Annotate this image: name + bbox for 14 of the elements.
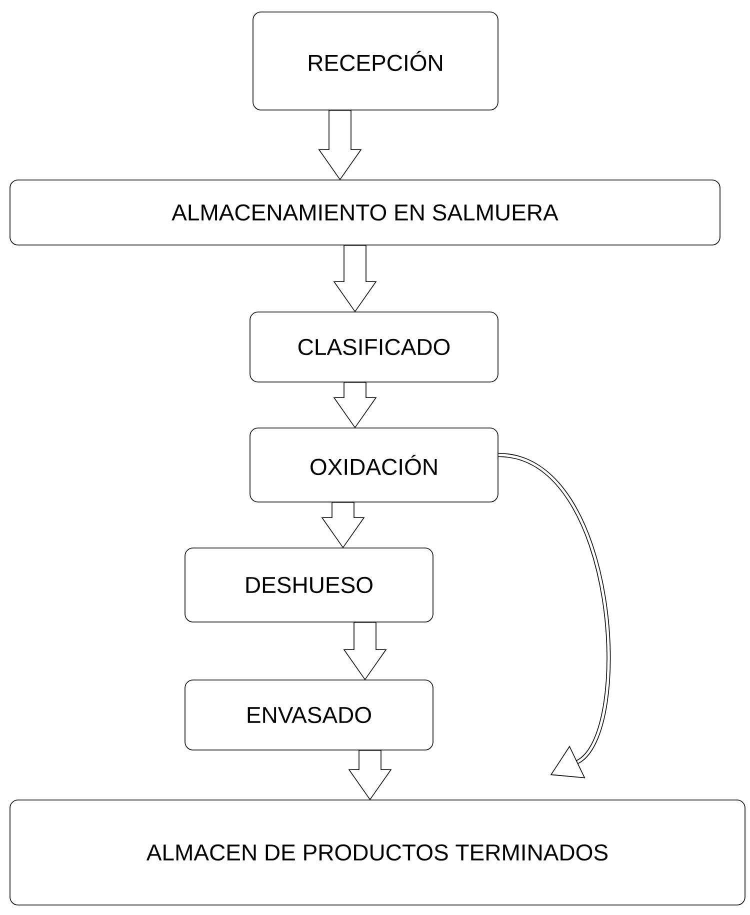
block-arrow: [321, 502, 365, 548]
process-box: OXIDACIÓN: [250, 428, 498, 502]
block-arrow: [348, 750, 392, 800]
block-arrow: [343, 622, 387, 680]
process-box: ALMACEN DE PRODUCTOS TERMINADOS: [10, 800, 746, 906]
curved-arrow: [498, 453, 610, 778]
process-box: CLASIFICADO: [250, 312, 498, 382]
process-box: DESHUESO: [184, 548, 434, 622]
block-arrow: [318, 110, 362, 180]
block-arrow: [333, 245, 377, 312]
process-box: ALMACENAMIENTO EN SALMUERA: [10, 180, 720, 246]
process-box: ENVASADO: [184, 680, 434, 750]
block-arrow: [333, 382, 377, 428]
process-box: RECEPCIÓN: [252, 12, 498, 110]
